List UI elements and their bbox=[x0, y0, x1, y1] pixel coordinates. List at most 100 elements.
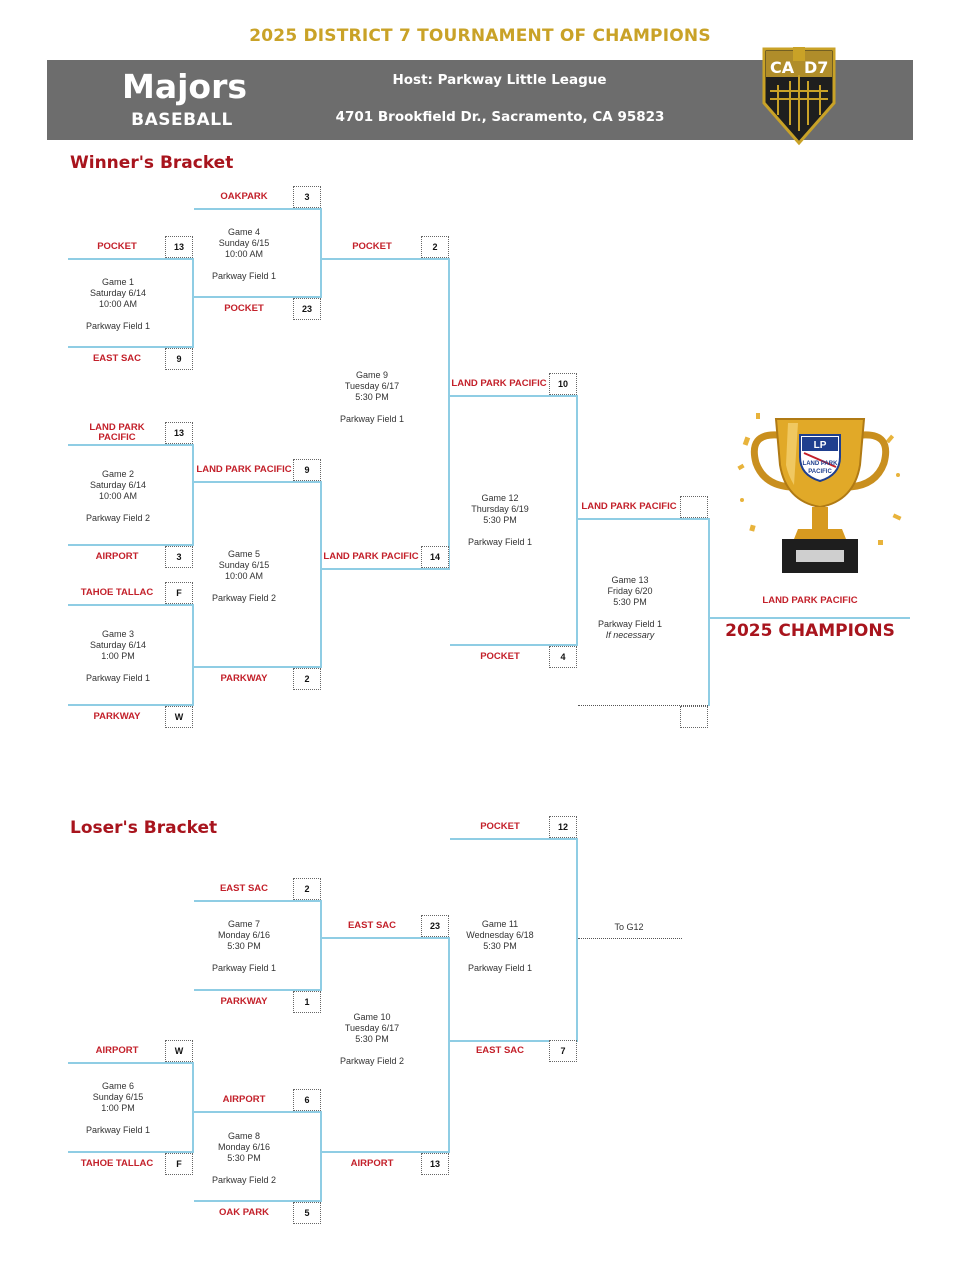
g10-bottom-line bbox=[322, 1151, 448, 1153]
g12-bottom-team: POCKET bbox=[480, 651, 520, 662]
g8-date: Monday 6/16 bbox=[217, 1142, 271, 1152]
g4-game-number: Game 4 bbox=[227, 227, 260, 237]
g11-time: 5:30 PM bbox=[483, 941, 517, 951]
g8-bottom-team: OAK PARK bbox=[219, 1207, 269, 1218]
g11-bottom-team: EAST SAC bbox=[475, 1045, 525, 1056]
g6-info: Game 6 Sunday 6/15 1:00 PM Parkway Field… bbox=[63, 1081, 173, 1136]
g3-connector bbox=[192, 604, 194, 706]
g5-bottom-line bbox=[194, 666, 320, 668]
g9-field: Parkway Field 1 bbox=[339, 414, 405, 424]
g10-top-score: 23 bbox=[421, 915, 449, 937]
g9-bottom-team: LAND PARK PACIFIC bbox=[323, 551, 419, 562]
g12-connector bbox=[576, 395, 578, 646]
to-g12-label: To G12 bbox=[614, 922, 644, 932]
g10-top-line bbox=[322, 937, 448, 939]
g11-top-line bbox=[450, 838, 576, 840]
g12-top-score: 10 bbox=[549, 373, 577, 395]
g12-info: Game 12 Thursday 6/19 5:30 PM Parkway Fi… bbox=[445, 493, 555, 548]
g6-time: 1:00 PM bbox=[101, 1103, 135, 1113]
g13-top-line bbox=[578, 518, 708, 520]
g13-bottom-dotted-line bbox=[578, 705, 708, 706]
g1-bottom-score: 9 bbox=[165, 348, 193, 370]
g7-date: Monday 6/16 bbox=[217, 930, 271, 940]
g1-field: Parkway Field 1 bbox=[85, 321, 151, 331]
g13-date: Friday 6/20 bbox=[607, 586, 653, 596]
g5-bottom-team: PARKWAY bbox=[220, 673, 268, 684]
g6-top-score: W bbox=[165, 1040, 193, 1062]
g6-bottom-score: F bbox=[165, 1153, 193, 1175]
g5-date: Sunday 6/15 bbox=[218, 560, 270, 570]
g7-time: 5:30 PM bbox=[227, 941, 261, 951]
g7-bottom-line bbox=[194, 989, 320, 991]
g2-top-score: 13 bbox=[165, 422, 193, 444]
g1-info: Game 1 Saturday 6/14 10:00 AM Parkway Fi… bbox=[63, 277, 173, 332]
g11-info: Game 11 Wednesday 6/18 5:30 PM Parkway F… bbox=[445, 919, 555, 974]
g5-connector bbox=[320, 481, 322, 668]
g1-time: 10:00 AM bbox=[98, 299, 138, 309]
district-logo: CA D7 bbox=[760, 45, 838, 147]
g12-top-team: LAND PARK PACIFIC bbox=[451, 378, 547, 389]
g8-time: 5:30 PM bbox=[227, 1153, 261, 1163]
g4-connector bbox=[320, 208, 322, 298]
g1-bottom-line bbox=[68, 346, 192, 348]
g3-top-line bbox=[68, 604, 192, 606]
g7-game-number: Game 7 bbox=[227, 919, 260, 929]
g1-top-line bbox=[68, 258, 192, 260]
g5-game-number: Game 5 bbox=[227, 549, 260, 559]
svg-text:LP: LP bbox=[814, 440, 827, 451]
g8-top-line bbox=[194, 1111, 320, 1113]
g9-bottom-line bbox=[322, 568, 448, 570]
g8-top-team: AIRPORT bbox=[222, 1094, 266, 1105]
g4-bottom-team: POCKET bbox=[224, 303, 264, 314]
g1-bottom-team: EAST SAC bbox=[92, 353, 142, 364]
g2-time: 10:00 AM bbox=[98, 491, 138, 501]
g6-bottom-team: TAHOE TALLAC bbox=[80, 1158, 154, 1169]
g7-top-line bbox=[194, 900, 320, 902]
g9-top-score: 2 bbox=[421, 236, 449, 258]
g2-game-number: Game 2 bbox=[101, 469, 134, 479]
g8-bottom-score: 5 bbox=[293, 1202, 321, 1224]
g9-time: 5:30 PM bbox=[355, 392, 389, 402]
g3-date: Saturday 6/14 bbox=[89, 640, 147, 650]
g9-top-line bbox=[322, 258, 448, 260]
g3-time: 1:00 PM bbox=[101, 651, 135, 661]
g3-bottom-line bbox=[68, 704, 192, 706]
g4-bottom-line bbox=[194, 296, 320, 298]
g3-top-team: TAHOE TALLAC bbox=[80, 587, 154, 598]
g2-connector bbox=[192, 444, 194, 546]
g8-bottom-line bbox=[194, 1200, 320, 1202]
g13-info: Game 13 Friday 6/20 5:30 PM Parkway Fiel… bbox=[575, 575, 685, 641]
g2-field: Parkway Field 2 bbox=[85, 513, 151, 523]
g13-time: 5:30 PM bbox=[613, 597, 647, 607]
g8-game-number: Game 8 bbox=[227, 1131, 260, 1141]
g1-connector bbox=[192, 258, 194, 348]
g13-note: If necessary bbox=[605, 630, 655, 640]
g9-bottom-score: 14 bbox=[421, 546, 449, 568]
g6-date: Sunday 6/15 bbox=[92, 1092, 144, 1102]
g5-field: Parkway Field 2 bbox=[211, 593, 277, 603]
g8-top-score: 6 bbox=[293, 1089, 321, 1111]
g9-connector bbox=[448, 258, 450, 570]
g12-date: Thursday 6/19 bbox=[471, 504, 529, 514]
g10-field: Parkway Field 2 bbox=[339, 1056, 405, 1066]
champion-line bbox=[710, 617, 910, 619]
g4-date: Sunday 6/15 bbox=[218, 238, 270, 248]
g9-info: Game 9 Tuesday 6/17 5:30 PM Parkway Fiel… bbox=[317, 370, 427, 425]
g7-field: Parkway Field 1 bbox=[211, 963, 277, 973]
g9-game-number: Game 9 bbox=[355, 370, 388, 380]
g11-bottom-line bbox=[450, 1040, 576, 1042]
g11-date: Wednesday 6/18 bbox=[466, 930, 534, 940]
g7-connector bbox=[320, 900, 322, 991]
g6-connector bbox=[192, 1062, 194, 1153]
g5-top-score: 9 bbox=[293, 459, 321, 481]
g2-bottom-score: 3 bbox=[165, 546, 193, 568]
g10-bottom-score: 13 bbox=[421, 1153, 449, 1175]
g4-bottom-score: 23 bbox=[293, 298, 321, 320]
g5-info: Game 5 Sunday 6/15 10:00 AM Parkway Fiel… bbox=[189, 549, 299, 604]
g4-field: Parkway Field 1 bbox=[211, 271, 277, 281]
g6-top-team: AIRPORT bbox=[95, 1045, 139, 1056]
g13-top-score bbox=[680, 496, 708, 518]
host-address: 4701 Brookfield Dr., Sacramento, CA 9582… bbox=[335, 109, 665, 125]
g5-top-team: LAND PARK PACIFIC bbox=[196, 464, 292, 475]
g12-bottom-score: 4 bbox=[549, 646, 577, 668]
